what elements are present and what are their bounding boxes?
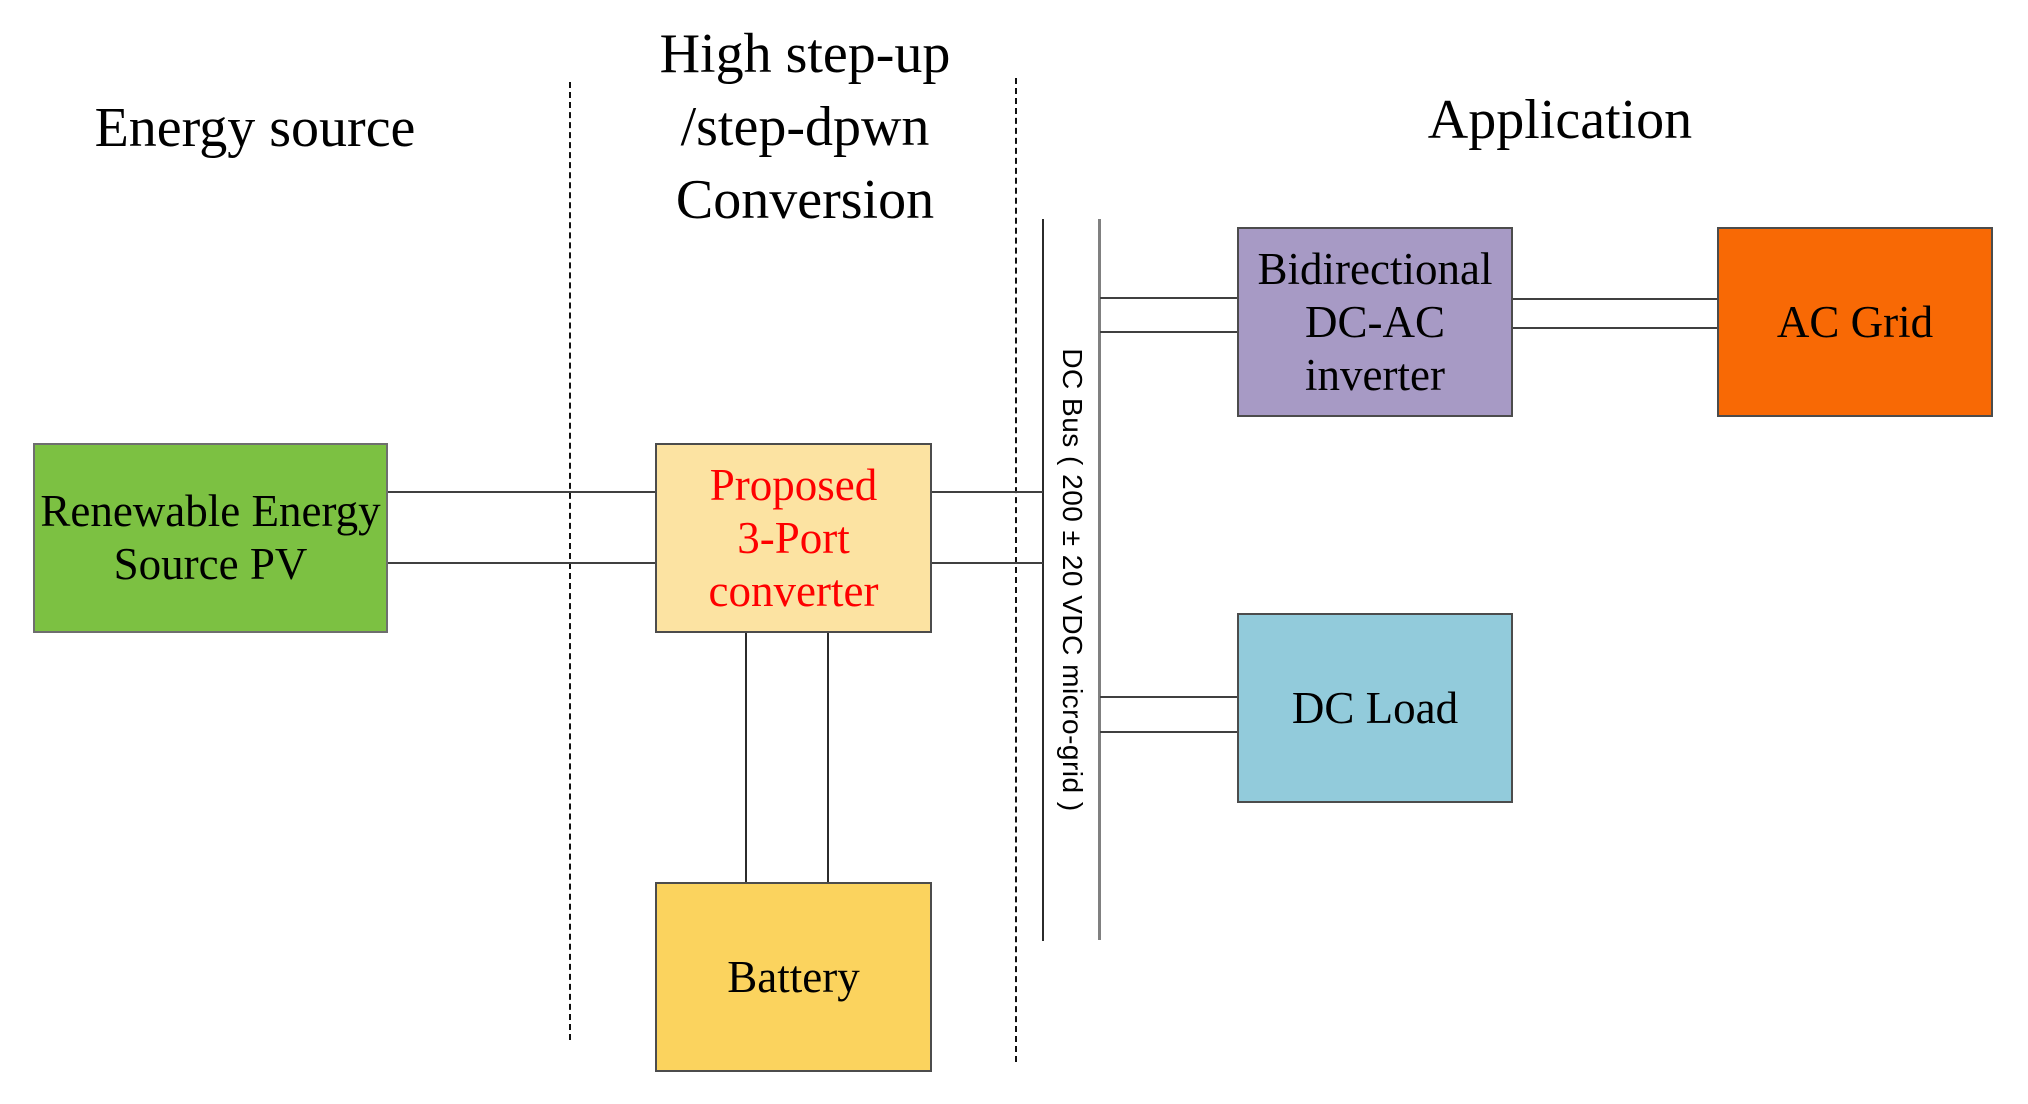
block-renewable-pv-line1: Renewable Energy (40, 486, 381, 536)
block-bidirectional-inverter-line1: Bidirectional (1257, 243, 1493, 294)
dc-bus-rail-right (1098, 219, 1101, 940)
block-dc-load: DC Load (1237, 613, 1513, 803)
connector-converter-battery-left (745, 633, 747, 882)
block-renewable-pv-line2: Source PV (113, 539, 308, 589)
block-proposed-converter: Proposed 3-Port converter (655, 443, 932, 633)
connector-pv-converter-top (388, 491, 655, 493)
block-battery: Battery (655, 882, 932, 1072)
block-proposed-converter-line2: 3-Port (737, 512, 850, 563)
block-battery-label: Battery (727, 951, 860, 1002)
section-title-conversion-line3: Conversion (675, 169, 935, 231)
section-title-conversion: High step-up /step-dpwn Conversion (620, 18, 990, 237)
connector-converter-bus-bottom (932, 562, 1043, 564)
dc-bus-label: DC Bus ( 200 ± 20 VDC micro-grid ) (1057, 348, 1088, 812)
connector-converter-battery-right (827, 633, 829, 882)
separator-conversion-application (1015, 78, 1017, 1062)
section-title-conversion-line2: /step-dpwn (680, 96, 930, 158)
connector-inverter-acgrid-bottom (1513, 327, 1717, 329)
connector-inverter-acgrid-top (1513, 298, 1717, 300)
section-title-conversion-line1: High step-up (659, 23, 951, 85)
block-proposed-converter-line1: Proposed (709, 459, 878, 510)
block-ac-grid: AC Grid (1717, 227, 1993, 417)
separator-energy-conversion (569, 82, 571, 1040)
block-proposed-converter-line3: converter (708, 565, 879, 616)
block-renewable-pv: Renewable Energy Source PV (33, 443, 388, 633)
section-title-energy-source: Energy source (94, 97, 416, 159)
connector-bus-inverter-top (1100, 297, 1237, 299)
connector-bus-inverter-bottom (1100, 331, 1237, 333)
block-bidirectional-inverter-line2: DC-AC (1304, 296, 1445, 347)
connector-bus-dcload-top (1100, 696, 1237, 698)
connector-bus-dcload-bottom (1100, 731, 1237, 733)
connector-pv-converter-bottom (388, 562, 655, 564)
block-bidirectional-inverter-line3: inverter (1305, 349, 1445, 400)
dc-bus-rail-left (1042, 219, 1044, 941)
block-dc-load-label: DC Load (1291, 682, 1459, 733)
block-bidirectional-inverter: Bidirectional DC-AC inverter (1237, 227, 1513, 417)
section-title-application: Application (1427, 89, 1693, 151)
connector-converter-bus-top (932, 491, 1043, 493)
block-ac-grid-label: AC Grid (1776, 296, 1934, 347)
